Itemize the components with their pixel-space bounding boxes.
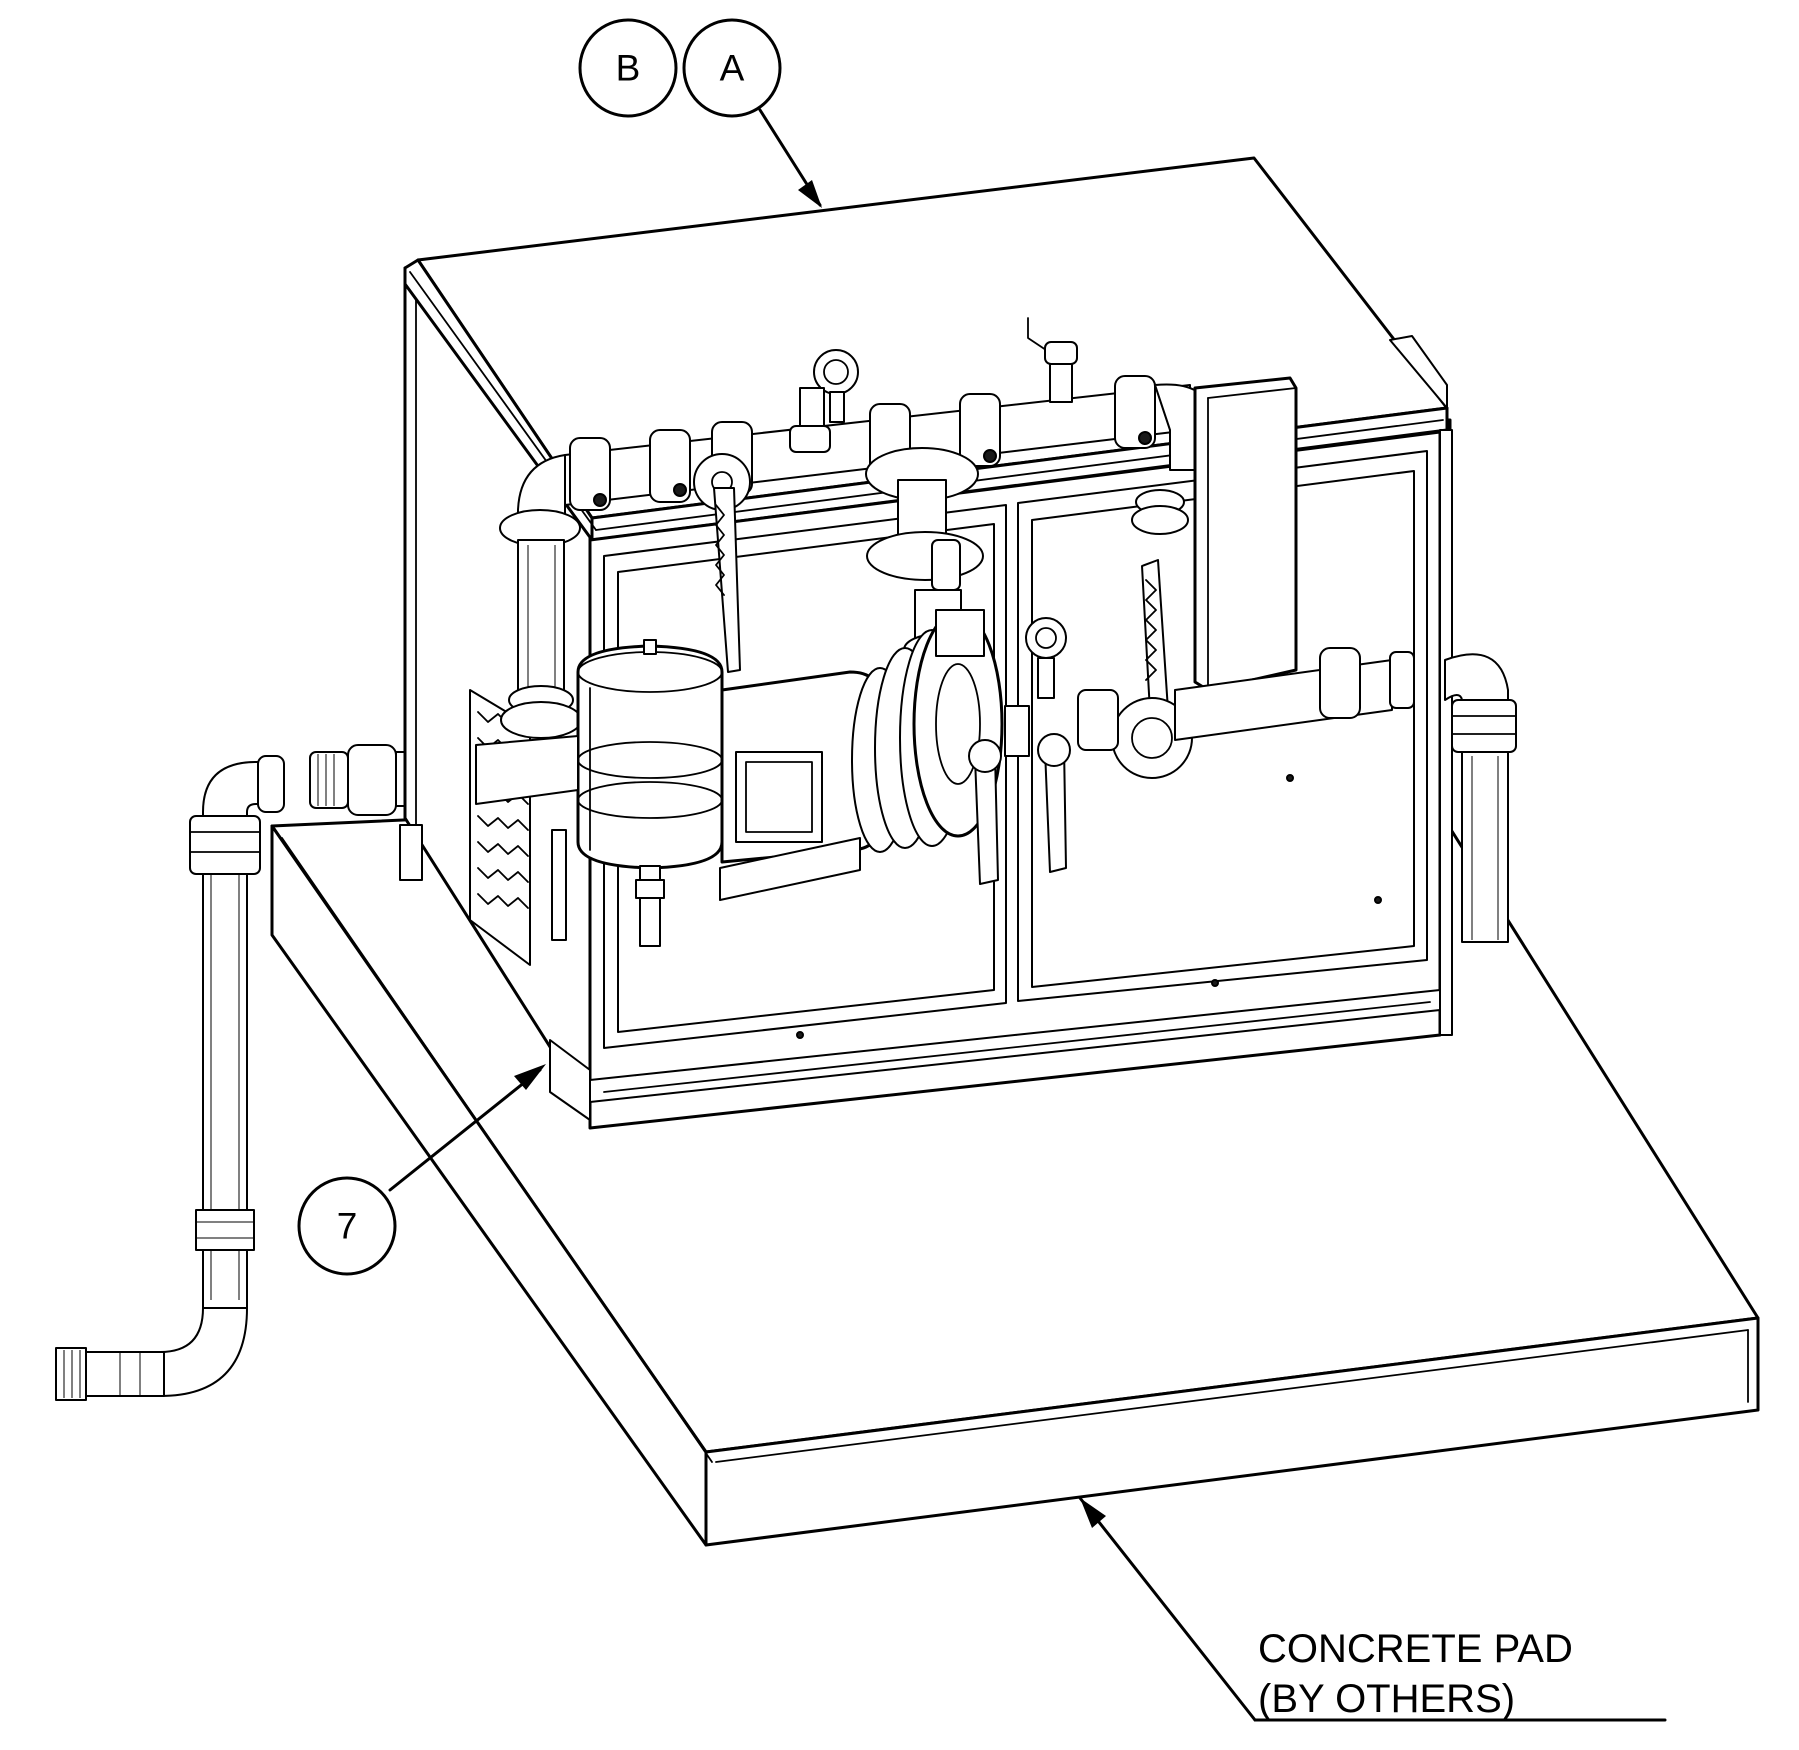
controller-box [1193, 376, 1298, 727]
balloon-b-label: B [616, 48, 641, 89]
balloon-7-label: 7 [337, 1206, 358, 1247]
balloon-7: 7 [297, 1176, 397, 1276]
note-line-1: CONCRETE PAD [1258, 1627, 1573, 1671]
balloon-b: B [578, 18, 678, 118]
balloon-a: A [682, 18, 782, 118]
pump-motor [475, 609, 1119, 947]
discharge-pipe [1174, 647, 1517, 943]
note-line-2: (BY OTHERS) [1258, 1677, 1515, 1721]
balloon-a-label: A [720, 48, 745, 89]
leader-lines [388, 108, 1667, 1722]
top-manifold [499, 317, 1213, 779]
